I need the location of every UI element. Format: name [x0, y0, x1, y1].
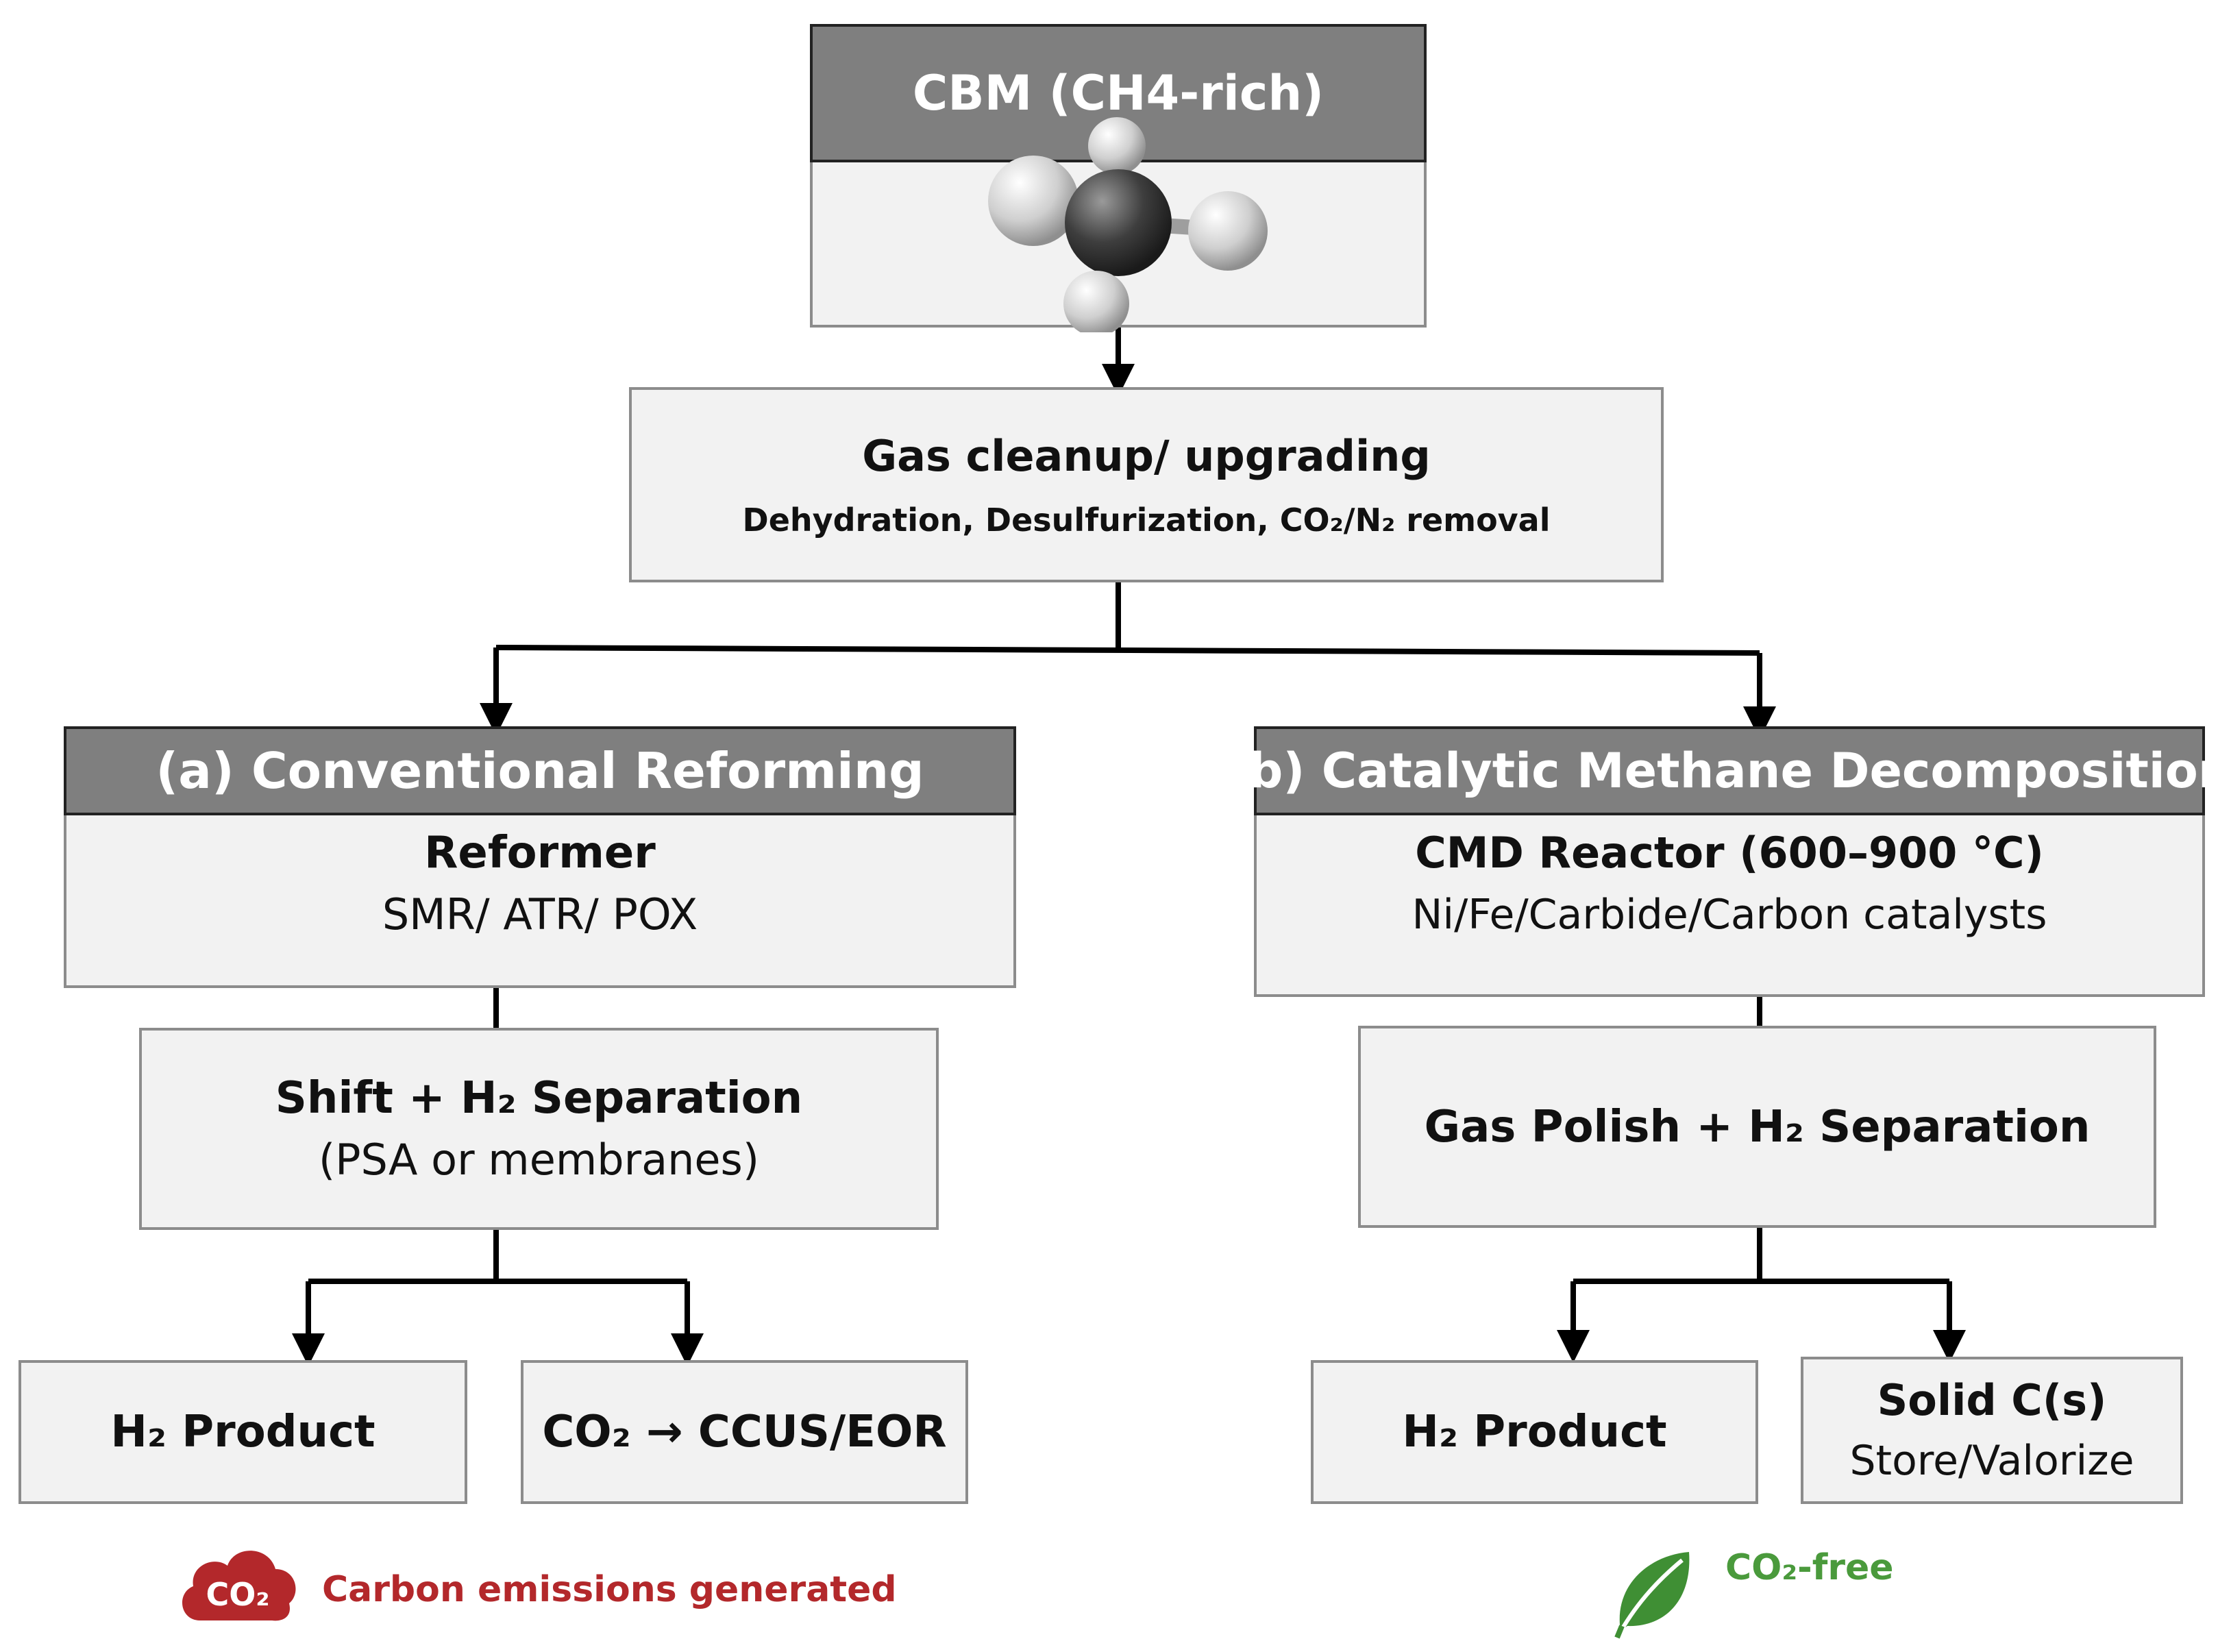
h2-product-b-label: H₂ Product — [1402, 1407, 1667, 1457]
methane-molecule-icon — [988, 117, 1268, 332]
solid-carbon-box: Solid C(s) Store/Valorize — [1801, 1357, 2183, 1504]
co2-ccus-label: CO₂ → CCUS/EOR — [542, 1407, 947, 1457]
leaf-icon — [1614, 1552, 1690, 1639]
gas-cleanup-box: Gas cleanup/ upgrading Dehydration, Desu… — [629, 387, 1664, 582]
branch-a-title: (a) Conventional Reforming — [156, 742, 924, 800]
reformer-text: Reformer SMR/ ATR/ POX — [64, 822, 1016, 946]
line-split-horizontal — [495, 645, 1760, 656]
reformer-title: Reformer — [424, 828, 656, 878]
gas-polish-title: Gas Polish + H₂ Separation — [1424, 1101, 2091, 1152]
h2-product-a-label: H₂ Product — [110, 1407, 375, 1457]
co2-free-text: CO₂-free — [1725, 1547, 1894, 1588]
shift-subtitle: (PSA or membranes) — [318, 1134, 760, 1185]
co2-cloud-icon: CO₂ — [182, 1551, 296, 1621]
shift-separation-box: Shift + H₂ Separation (PSA or membranes) — [139, 1028, 939, 1230]
gas-cleanup-title: Gas cleanup/ upgrading — [862, 431, 1431, 481]
cmd-reactor-subtitle: Ni/Fe/Carbide/Carbon catalysts — [1412, 891, 2047, 939]
cmd-reactor-title: CMD Reactor (600–900 °C) — [1415, 828, 2044, 878]
co2-ccus-box: CO₂ → CCUS/EOR — [521, 1360, 968, 1504]
cmd-reactor-text: CMD Reactor (600–900 °C) Ni/Fe/Carbide/C… — [1254, 822, 2205, 946]
h2-product-a-box: H₂ Product — [19, 1360, 467, 1504]
carbon-emissions-text: Carbon emissions generated — [322, 1569, 897, 1610]
co2-cloud-text: CO₂ — [206, 1576, 269, 1613]
gas-polish-box: Gas Polish + H₂ Separation — [1358, 1026, 2156, 1228]
gas-cleanup-subtitle: Dehydration, Desulfurization, CO₂/N₂ rem… — [742, 502, 1551, 539]
shift-title: Shift + H₂ Separation — [275, 1072, 803, 1124]
solid-carbon-subtitle: Store/Valorize — [1849, 1436, 2134, 1485]
reformer-subtitle: SMR/ ATR/ POX — [382, 889, 698, 939]
branch-b-header: (b) Catalytic Methane Decomposition — [1227, 726, 2218, 815]
branch-a-header: (a) Conventional Reforming — [64, 726, 1016, 815]
h2-product-b-box: H₂ Product — [1311, 1360, 1758, 1504]
solid-carbon-title: Solid C(s) — [1877, 1374, 2107, 1425]
branch-b-title: (b) Catalytic Methane Decomposition — [1227, 743, 2218, 799]
cbm-title: CBM (CH4-rich) — [912, 65, 1324, 121]
